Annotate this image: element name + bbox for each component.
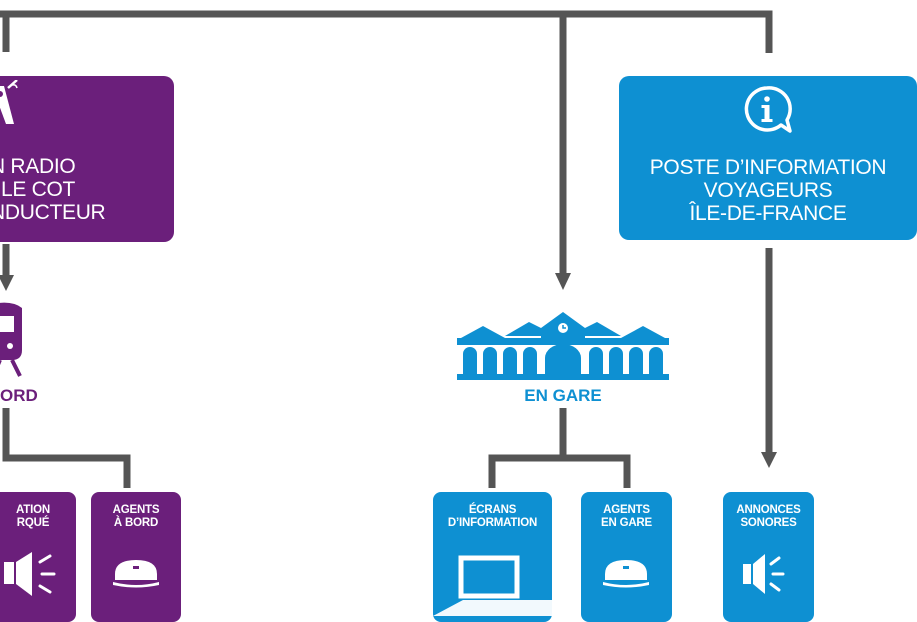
- radio-box-line-1: N RADIO: [0, 155, 76, 178]
- ecrans-line-1: ÉCRANS: [468, 504, 517, 516]
- radio-conducteur-box: N RADIO LE COT NDUCTEUR: [0, 76, 174, 242]
- train-icon: [0, 302, 22, 377]
- ecrans-information-card: ÉCRANS D’INFORMATION: [433, 492, 552, 622]
- station-building-icon: [457, 312, 669, 380]
- agents-en-gare-card: AGENTS EN GARE: [581, 492, 672, 622]
- annonces-line-2: SONORES: [740, 517, 797, 529]
- poste-box-line-3: ÎLE-DE-FRANCE: [689, 202, 847, 225]
- info-embarquee-line-1: ATION: [16, 504, 50, 516]
- info-embarquee-card: ATION RQUÉ: [0, 492, 76, 622]
- screen-icon: [433, 555, 552, 616]
- agent-cap-icon: [603, 560, 649, 588]
- radio-icon: [0, 80, 18, 124]
- agents-a-bord-card: AGENTS À BORD: [91, 492, 181, 622]
- agent-cap-icon: [113, 560, 159, 588]
- en-gare-caption: EN GARE: [524, 386, 602, 405]
- agents-bord-line-1: AGENTS: [112, 504, 160, 516]
- ecrans-line-2: D’INFORMATION: [447, 517, 538, 529]
- annonces-line-1: ANNONCES: [736, 504, 801, 516]
- poste-box-line-1: POSTE D’INFORMATION: [649, 156, 887, 179]
- annonces-sonores-card: ANNONCES SONORES: [723, 492, 814, 622]
- a-bord-caption: ORD: [0, 386, 38, 405]
- radio-box-line-3: NDUCTEUR: [0, 201, 106, 224]
- agents-bord-line-2: À BORD: [113, 517, 159, 529]
- info-bubble-icon: [744, 86, 792, 133]
- radio-box-line-2: LE COT: [1, 178, 76, 201]
- agents-gare-line-1: AGENTS: [603, 504, 650, 516]
- agents-gare-line-2: EN GARE: [601, 517, 652, 529]
- speaker-icon: [743, 554, 785, 594]
- speaker-icon: [4, 552, 56, 596]
- poste-box-line-2: VOYAGEURS: [703, 179, 833, 202]
- info-embarquee-line-2: RQUÉ: [16, 517, 50, 529]
- poste-information-box: POSTE D’INFORMATION VOYAGEURS ÎLE-DE-FRA…: [619, 76, 917, 240]
